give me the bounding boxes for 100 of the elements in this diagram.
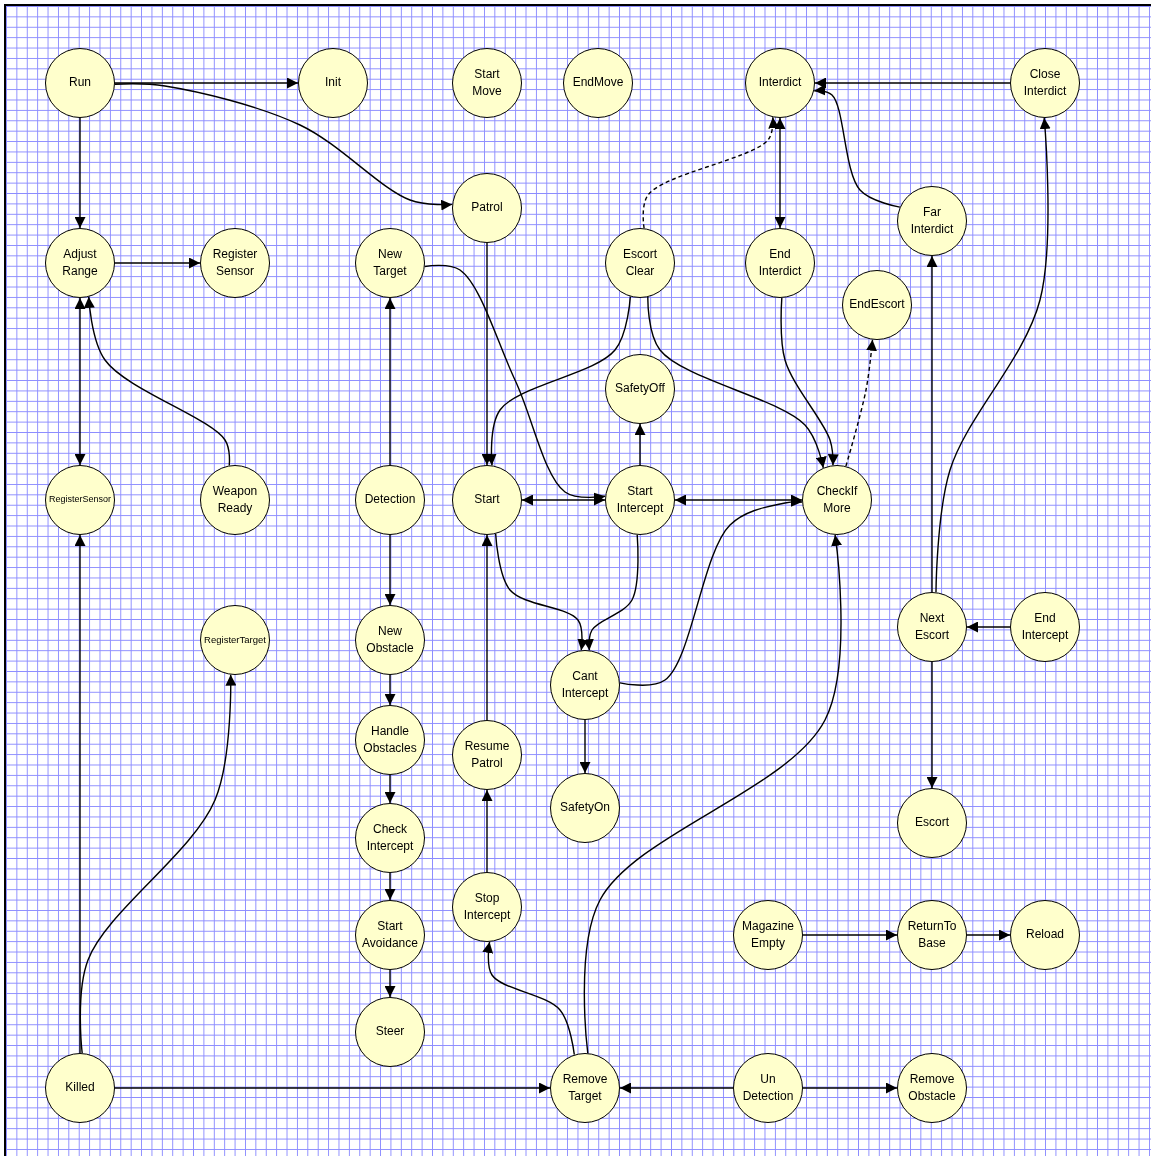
state-label: ReturnTo Base <box>907 917 957 952</box>
state-circle <box>842 270 912 340</box>
state-label: Un Detection <box>742 1070 794 1105</box>
state-circle <box>897 186 967 256</box>
arrow <box>384 774 396 804</box>
arrow <box>619 1082 734 1094</box>
arrow <box>79 674 237 1054</box>
arrow <box>521 494 606 506</box>
arrow <box>802 929 898 941</box>
state-circle <box>298 48 368 118</box>
state-circle <box>897 900 967 970</box>
arrow <box>780 297 839 466</box>
arrow <box>583 534 842 1054</box>
arrow <box>845 339 877 467</box>
arrow <box>926 255 938 593</box>
arrow <box>74 297 86 466</box>
arrow <box>966 621 1011 633</box>
state-label: Far Interdict <box>910 203 954 238</box>
state-label: Patrol <box>471 199 503 217</box>
state-circle <box>355 465 425 535</box>
state-circle <box>45 465 115 535</box>
state-label: Register Sensor <box>212 245 258 280</box>
arrow <box>481 242 493 466</box>
arrow <box>74 534 86 1054</box>
state-circle <box>355 997 425 1067</box>
arrow <box>74 117 86 229</box>
state-label: Handle Obstacles <box>363 722 417 757</box>
state-circle <box>550 773 620 843</box>
state-label: Detection <box>364 491 416 509</box>
state-label: Adjust Range <box>62 245 98 280</box>
state-label: Escort Clear <box>623 245 657 280</box>
arrow <box>579 719 591 774</box>
state-label: New Target <box>373 245 407 280</box>
state-circle <box>733 900 803 970</box>
state-circle <box>452 173 522 243</box>
arrow <box>583 534 639 651</box>
state-circle <box>45 228 115 298</box>
state-label: Escort <box>915 814 949 832</box>
state-label: Remove Target <box>562 1070 608 1105</box>
state-circle <box>605 228 675 298</box>
state-circle <box>355 605 425 675</box>
arrow <box>114 1082 551 1094</box>
state-circle <box>355 900 425 970</box>
state-circle <box>605 465 675 535</box>
arrow <box>384 534 396 606</box>
arrow <box>481 789 493 873</box>
state-circle <box>745 48 815 118</box>
state-circle <box>563 48 633 118</box>
state-label: Weapon Ready <box>212 482 258 517</box>
arrow <box>802 1082 898 1094</box>
arrow <box>481 534 493 721</box>
state-label: Resume Patrol <box>464 737 510 772</box>
state-label: CheckIf More <box>816 482 858 517</box>
state-label: Magazine Empty <box>742 917 794 952</box>
arrow <box>966 929 1011 941</box>
arrow <box>114 257 201 269</box>
state-circle <box>355 705 425 775</box>
state-label: Stop Intercept <box>463 889 511 924</box>
state-circle <box>452 48 522 118</box>
arrow <box>482 941 576 1056</box>
state-circle <box>733 1053 803 1123</box>
state-label: End Interdict <box>758 245 802 280</box>
state-circle <box>452 872 522 942</box>
arrow <box>814 77 1011 89</box>
state-label: Interdict <box>758 74 802 92</box>
state-circle <box>45 48 115 118</box>
arrow <box>774 117 786 229</box>
state-circle <box>200 228 270 298</box>
state-circle <box>745 228 815 298</box>
state-label: RegisterSensor <box>49 493 111 507</box>
state-circle <box>550 650 620 720</box>
state-circle <box>1010 48 1080 118</box>
state-circle <box>802 465 872 535</box>
state-label: Init <box>325 74 341 92</box>
state-circle <box>897 788 967 858</box>
state-label: Start <box>474 491 500 509</box>
state-label: End Intercept <box>1021 609 1069 644</box>
state-label: SafetyOff <box>615 380 665 398</box>
state-label: Start Avoidance <box>362 917 418 952</box>
arrow <box>926 661 938 789</box>
state-label: EndMove <box>572 74 624 92</box>
state-label: Remove Obstacle <box>908 1070 956 1105</box>
state-label: Start Intercept <box>616 482 664 517</box>
state-label: New Obstacle <box>366 622 414 657</box>
state-circle <box>1010 900 1080 970</box>
arrow <box>935 117 1051 593</box>
state-circle <box>355 803 425 873</box>
state-label: Start Move <box>472 65 502 100</box>
state-circle <box>355 228 425 298</box>
state-label: Next Escort <box>915 609 949 644</box>
state-circle <box>897 592 967 662</box>
state-label: Check Intercept <box>366 820 414 855</box>
state-label: RegisterTarget <box>204 633 266 647</box>
arrow <box>384 872 396 901</box>
state-label: Run <box>69 74 91 92</box>
arrow <box>384 297 396 466</box>
state-circle <box>200 605 270 675</box>
state-circle <box>1010 592 1080 662</box>
arrow <box>114 77 299 89</box>
arrow <box>642 116 780 229</box>
